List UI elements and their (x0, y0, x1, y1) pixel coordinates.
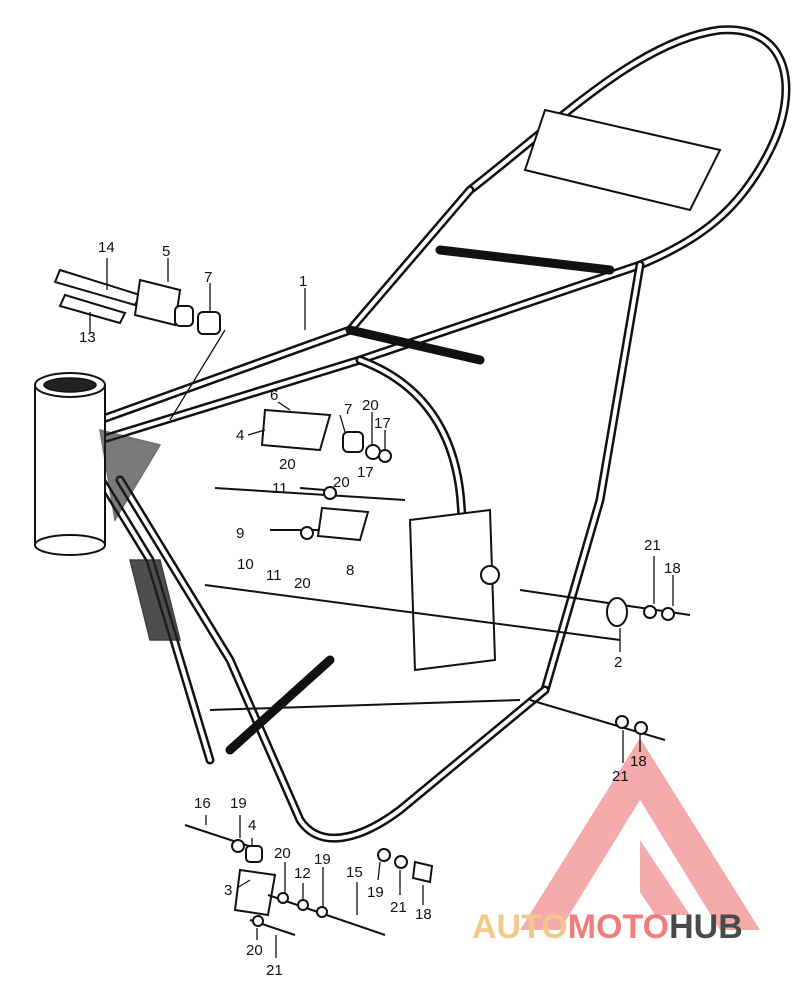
callout-9: 9 (236, 525, 244, 542)
callout-15: 15 (346, 864, 363, 881)
callout-5: 5 (162, 243, 170, 260)
callout-11-lower: 11 (266, 567, 282, 584)
callout-18-rear-lower: 18 (630, 753, 647, 770)
watermark-part-auto: AUTO (472, 908, 568, 946)
callout-14: 14 (98, 239, 115, 256)
callout-19-b: 19 (314, 851, 331, 868)
leader-lines (89, 258, 674, 958)
callout-20-e: 20 (274, 845, 291, 862)
callout-21-rear-upper: 21 (644, 537, 661, 554)
watermark-part-hub: HUB (669, 908, 743, 946)
callout-17-upper: 17 (374, 415, 391, 432)
callout-7-middle: 7 (344, 401, 352, 418)
callout-21-lower-b: 21 (266, 962, 283, 979)
watermark-inner-triangle-icon (640, 840, 690, 915)
front-upper-mount-group (53, 268, 226, 421)
callout-6: 6 (270, 387, 278, 404)
callout-17-lower: 17 (357, 464, 374, 481)
callout-3: 3 (224, 882, 232, 899)
callout-labels: 1 2 3 4 4 5 6 7 7 8 9 10 11 11 12 13 14 … (79, 239, 681, 979)
callout-19-a: 19 (230, 795, 247, 812)
callout-1: 1 (299, 273, 307, 290)
watermark-part-moto: MOTO (568, 908, 669, 946)
lower-mount-group (184, 824, 434, 936)
callout-20-b: 20 (279, 456, 296, 473)
callout-11-upper: 11 (272, 480, 288, 497)
callout-21-lower-a: 21 (390, 899, 407, 916)
callout-18-rear-upper: 18 (664, 560, 681, 577)
callout-20-f: 20 (246, 942, 263, 959)
automotohub-watermark-logo (520, 738, 760, 930)
main-frame-part-1 (34, 25, 791, 843)
callout-2: 2 (614, 654, 622, 671)
callout-20-c: 20 (333, 474, 350, 491)
callout-7-upper: 7 (204, 269, 212, 286)
watermark-triangle-icon (520, 738, 760, 930)
callout-18-lower: 18 (415, 906, 432, 923)
callout-10: 10 (237, 556, 254, 573)
callout-16: 16 (194, 795, 211, 812)
watermark-text: AUTOMOTOHUB (472, 908, 743, 946)
callout-8: 8 (346, 562, 354, 579)
callout-19-c: 19 (367, 884, 384, 901)
callout-20-a: 20 (362, 397, 379, 414)
middle-mount-group (204, 408, 621, 641)
rear-mount-group (519, 589, 691, 741)
callout-13: 13 (79, 329, 96, 346)
callout-4-lower: 4 (248, 817, 256, 834)
callout-12: 12 (294, 865, 311, 882)
callout-4-middle: 4 (236, 427, 244, 444)
callout-20-d: 20 (294, 575, 311, 592)
callout-21-rear-lower: 21 (612, 768, 629, 785)
